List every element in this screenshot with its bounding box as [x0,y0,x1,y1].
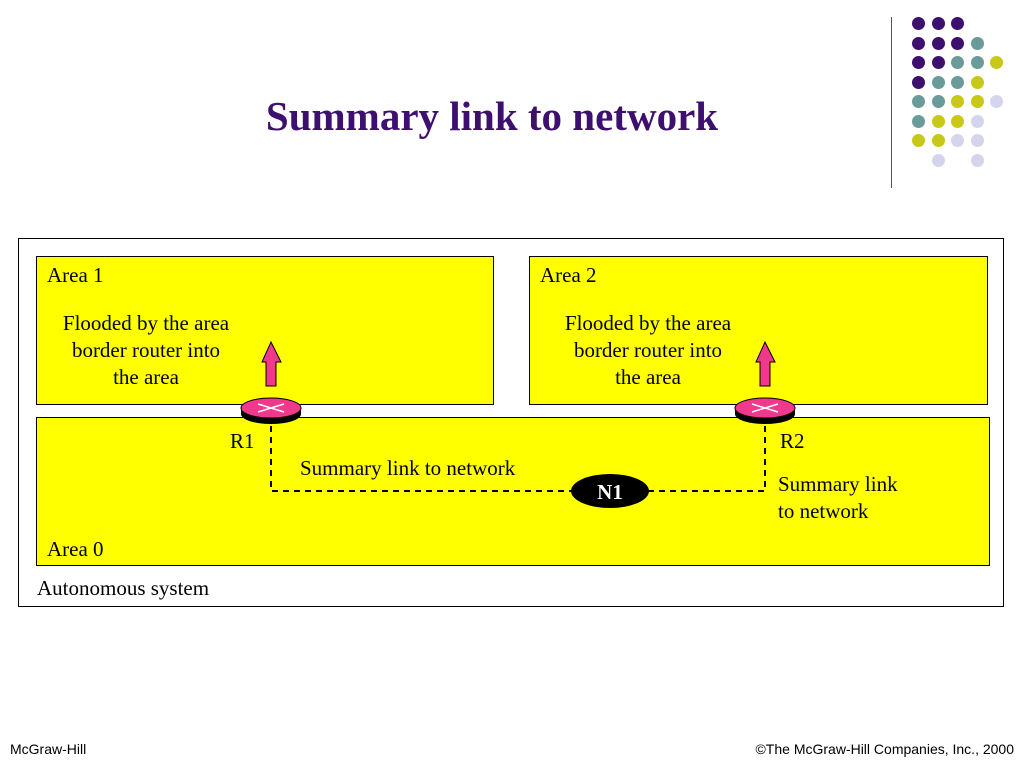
decorative-dot [970,95,984,108]
decorative-dot [951,95,964,108]
decorative-dot [912,95,925,108]
decorative-dot [912,75,925,89]
decorative-dot [951,114,964,128]
area-2-flood-text: Flooded by the area border router into t… [528,310,768,391]
area-1-flood-line: border router into [71,338,221,362]
decorative-dot [912,114,925,128]
decorative-dot [970,153,984,167]
area-0-label: Area 0 [47,537,104,561]
decorative-dot [912,56,925,69]
router-1-label: R1 [230,429,255,453]
decorative-dot [970,56,984,69]
footer-publisher: McGraw-Hill [10,741,87,757]
decorative-dot [970,134,984,147]
area-1-flood-line: the area [113,365,179,389]
area-1-flood-text: Flooded by the area border router into t… [26,310,266,391]
decorative-dot [931,153,945,167]
decorative-dot [951,36,964,50]
decorative-dot [931,95,945,108]
area-2-label: Area 2 [540,263,597,287]
decorative-dot [951,56,964,69]
area-1-label: Area 1 [47,263,104,287]
decorative-dot [931,17,945,30]
decorative-dot [931,134,945,147]
decorative-dot [912,134,925,147]
decorative-divider [891,17,892,188]
decorative-dot [951,134,964,147]
decorative-dot [912,36,925,50]
decorative-dot [931,56,945,69]
decorative-dot [931,75,945,89]
summary-link-left-label: Summary link to network [300,456,516,480]
summary-link-right-line: to network [778,499,869,523]
slide-title: Summary link to network [265,93,719,139]
decorative-dot [951,17,964,30]
decorative-dot [951,75,964,89]
summary-link-right-line: Summary link [778,472,898,496]
decorative-dot [970,114,984,128]
decorative-dot [931,114,945,128]
summary-link-right-label: Summary link to network [778,471,898,525]
decorative-dot [990,95,1003,108]
area-1-flood-line: Flooded by the area [62,311,230,335]
area-1-box [36,256,494,405]
router-2-label: R2 [780,429,805,453]
decorative-dot [931,36,945,50]
autonomous-system-label: Autonomous system [37,576,210,600]
decorative-dot [990,56,1003,69]
decorative-dot [970,36,984,50]
area-2-flood-line: border router into [573,338,723,362]
decorative-dot [912,17,925,30]
footer-copyright: ©The McGraw-Hill Companies, Inc., 2000 [755,741,1014,757]
area-2-flood-line: Flooded by the area [564,311,732,335]
decorative-dot [970,75,984,89]
area-2-flood-line: the area [615,365,681,389]
